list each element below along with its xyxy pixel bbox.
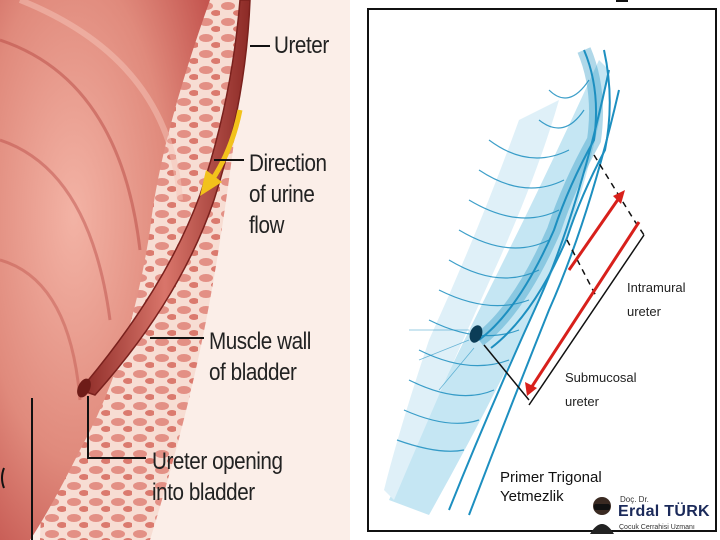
logo-title: Doç. Dr. (620, 495, 649, 504)
label-ureter-opening-into-bladder: Ureter opening into bladder (152, 448, 283, 506)
label-direction-of-urine-flow: Direction of urine flow (249, 150, 327, 239)
trigone-diagram (384, 47, 645, 516)
logo-subtitle: Çocuk Cerrahisi Uzmanı (619, 524, 695, 531)
label-intramural-ureter: Intramural ureter (627, 280, 686, 319)
logo: Doç. Dr. Erdal TÜRK Çocuk Cerrahisi Uzma… (588, 494, 716, 534)
label-submucosal-ureter: Submucosal ureter (565, 370, 637, 409)
bladder-illustration-panel: Ureter Direction of urine flow Muscle wa… (0, 0, 350, 540)
top-dash-mark (616, 0, 628, 2)
logo-name: Erdal TÜRK (618, 503, 710, 520)
doctor-avatar-icon (590, 497, 614, 534)
label-muscle-wall-of-bladder: Muscle wall of bladder (209, 328, 311, 386)
bladder-illustration (0, 0, 350, 540)
label-ureter: Ureter (274, 32, 329, 59)
trigone-diagram-panel: Intramural ureter Submucosal ureter (367, 8, 717, 532)
caption-primer-trigonal-yetmezlik: Primer Trigonal Yetmezlik (500, 469, 602, 505)
